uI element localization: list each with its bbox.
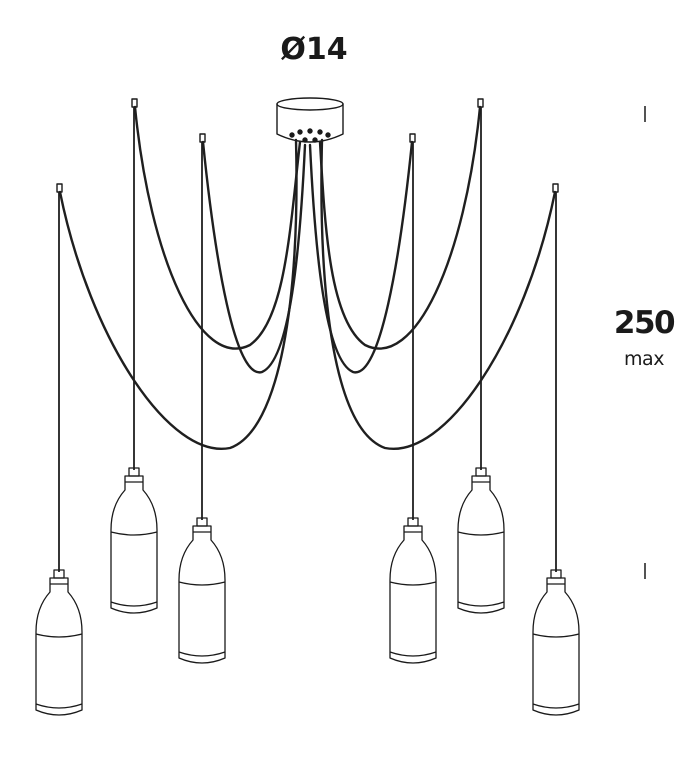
height-value-label: 250 (613, 305, 676, 341)
cord-left-outer (58, 138, 298, 451)
cords (58, 105, 557, 451)
cord-right-outer (320, 138, 557, 451)
height-max-label: max (624, 348, 664, 370)
bottle-pendant-2 (110, 467, 158, 614)
drop-cords (58, 107, 557, 572)
bottle-pendant-3 (178, 517, 226, 664)
cord-left-mid (201, 140, 307, 374)
ceiling-hooks (56, 98, 559, 193)
diameter-label: Ø14 (280, 32, 348, 67)
cord-right-inner (318, 105, 482, 350)
bottle-pendant-6 (532, 569, 580, 716)
bottle-pendant-5 (457, 467, 505, 614)
cord-right-mid (308, 140, 414, 374)
ceiling-canopy (276, 97, 344, 143)
bottle-pendant-4 (389, 517, 437, 664)
cord-left-inner (133, 105, 302, 350)
bottle-pendant-1 (35, 569, 83, 716)
